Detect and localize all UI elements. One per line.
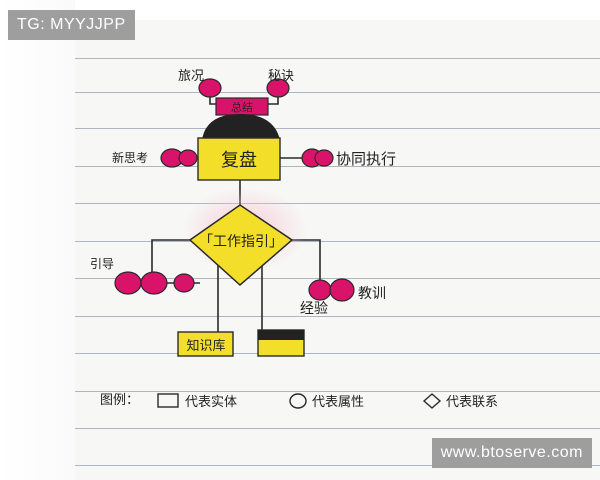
relationship-label: 「工作指引」	[199, 234, 283, 250]
ruled-line	[75, 316, 600, 317]
watermark-bottom-right: www.btoserve.com	[431, 438, 592, 468]
attribute-top-right-label: 秘诀	[268, 69, 294, 84]
entity-unlabeled-top	[258, 330, 304, 340]
ruled-line	[75, 353, 600, 354]
legend-attribute-icon	[289, 393, 307, 409]
ruled-line	[75, 128, 600, 129]
attribute-top-right-shape	[266, 78, 290, 98]
entity-knowledge-base-label: 知识库	[186, 338, 225, 354]
summary-tag-label: 总结	[231, 100, 253, 114]
attribute-mid-right-shape-b	[329, 278, 355, 302]
ruled-line	[75, 58, 600, 59]
ruled-line	[75, 428, 600, 429]
attribute-top-left-label: 旅况	[178, 69, 204, 84]
attribute-right-shape-b	[314, 149, 334, 167]
attribute-top-left-shape	[198, 78, 222, 98]
attribute-mid-left-shape-b	[140, 271, 168, 295]
main-entity	[197, 137, 281, 181]
legend-entity-label: 代表实体	[185, 395, 237, 410]
watermark-top-left: TG: MYYJJPP	[8, 10, 135, 40]
ruled-line	[75, 465, 600, 466]
attribute-mid-left-shape-a	[114, 271, 142, 295]
dark-dome	[202, 114, 280, 140]
ruled-line	[75, 391, 600, 392]
notebook-paper	[75, 20, 600, 480]
ruled-line	[75, 241, 600, 242]
attribute-left-label: 新思考	[112, 150, 148, 165]
entity-knowledge-base	[177, 331, 234, 357]
ruled-line	[75, 203, 600, 204]
ruled-line	[75, 166, 600, 167]
ruled-line	[75, 278, 600, 279]
attribute-mid-right-label-b: 教训	[358, 286, 386, 302]
ruled-line	[75, 92, 600, 93]
attribute-left-shape-b	[178, 149, 198, 167]
legend-entity-icon	[157, 393, 179, 408]
legend-relation-icon	[422, 393, 442, 409]
relationship-diamond	[188, 204, 294, 287]
legend-attribute-label: 代表属性	[312, 395, 364, 410]
attribute-mid-right-label-a: 经验	[300, 301, 328, 317]
page-margin	[0, 0, 75, 480]
attribute-mid-right-shape-a	[308, 279, 332, 301]
attribute-mid-left-shape-c	[173, 273, 195, 293]
legend-relation-label: 代表联系	[446, 395, 498, 410]
attribute-right-label: 协同执行	[336, 150, 396, 168]
attribute-mid-left-label: 引导	[90, 257, 114, 271]
legend-title: 图例：	[100, 393, 139, 408]
main-entity-label: 复盘	[221, 150, 257, 171]
